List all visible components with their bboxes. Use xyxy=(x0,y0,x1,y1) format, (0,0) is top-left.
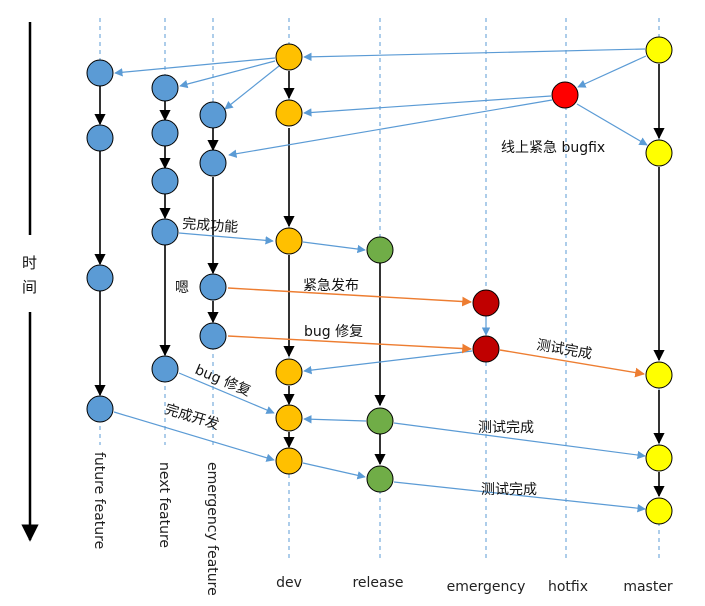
commit-node-master-4 xyxy=(645,444,673,472)
arrow-hotfix-to-dev xyxy=(303,95,552,117)
commit-node-emergency-feature-2 xyxy=(199,149,227,177)
commit-node-next-4 xyxy=(151,218,179,246)
arrow-release-to-dev xyxy=(303,415,367,424)
arrow-dev-to-release-2 xyxy=(302,462,366,480)
arrow-next-to-dev xyxy=(178,232,274,245)
commit-node-dev-1 xyxy=(275,43,303,71)
annotation-test-done-2: 测试完成 xyxy=(478,420,534,436)
arrow-emergency-to-dev xyxy=(303,350,473,375)
time-axis: 时 间 xyxy=(21,22,39,542)
commit-node-master-1 xyxy=(645,36,673,64)
annotation-bug-fix-2: bug 修复 xyxy=(192,361,253,400)
lane-label-dev: dev xyxy=(276,575,302,591)
commit-nodes xyxy=(86,36,673,525)
commit-node-next-3 xyxy=(151,167,179,195)
commit-node-dev-3 xyxy=(275,227,303,255)
arrow-master-to-dev xyxy=(303,48,646,62)
time-label-char-1: 时 xyxy=(22,254,37,272)
annotation-dev-done: 完成开发 xyxy=(163,402,221,434)
arrow-dev-to-release xyxy=(302,241,366,254)
annotation-um: 嗯 xyxy=(175,280,189,296)
arrow-hotfix-to-emergency-feature xyxy=(228,99,553,158)
commit-node-dev-5 xyxy=(275,404,303,432)
arrow-dev-to-future xyxy=(114,57,276,77)
annotation-test-done-1: 测试完成 xyxy=(535,337,593,362)
commit-node-future-2 xyxy=(86,124,114,152)
lane-label-next: next feature xyxy=(156,462,172,548)
arrow-dev-to-next xyxy=(179,60,276,89)
commit-node-dev-2 xyxy=(275,99,303,127)
annotation-emergency-release: 紧急发布 xyxy=(303,278,359,294)
commit-node-next-1 xyxy=(151,74,179,102)
arrow-future-to-dev xyxy=(113,411,275,462)
commit-node-next-5 xyxy=(151,355,179,383)
commit-node-emergency-1 xyxy=(472,289,500,317)
commit-node-master-5 xyxy=(645,497,673,525)
commit-node-emergency-feature-4 xyxy=(199,322,227,350)
annotation-bug-fix-1: bug 修复 xyxy=(304,323,363,340)
commit-node-emergency-2 xyxy=(472,335,500,363)
arrow-hotfix-to-master xyxy=(576,103,648,146)
commit-node-release-1 xyxy=(366,236,394,264)
cross-arrows-blue xyxy=(113,48,648,513)
annotation-hotfix-note: 线上紧急 bugfix xyxy=(501,140,605,156)
arrow-release-to-master-2 xyxy=(393,481,646,513)
commit-node-emergency-feature-3 xyxy=(199,273,227,301)
cross-arrows-orange xyxy=(227,287,645,378)
lane-label-emergency: emergency xyxy=(447,579,526,595)
lane-labels: future feature next feature emergency fe… xyxy=(91,452,673,596)
arrow-emergency-to-master xyxy=(499,349,645,378)
commit-node-next-2 xyxy=(151,119,179,147)
commit-node-emergency-feature-1 xyxy=(199,101,227,129)
commit-node-dev-4 xyxy=(275,358,303,386)
commit-node-master-3 xyxy=(645,361,673,389)
lane-label-hotfix: hotfix xyxy=(548,579,588,595)
arrow-release-to-master-1 xyxy=(393,422,646,460)
lane-arrows xyxy=(94,64,665,498)
lane-label-release: release xyxy=(352,575,403,591)
arrow-emergency-feature-to-emergency-2 xyxy=(227,335,472,354)
commit-node-dev-6 xyxy=(275,447,303,475)
annotations: 线上紧急 bugfix 完成功能 嗯 紧急发布 bug 修复 测试完成 bug … xyxy=(163,140,605,498)
arrow-next-to-dev-bugfix xyxy=(178,372,275,414)
lane-label-emergency-feature: emergency feature xyxy=(204,462,220,596)
arrow-dev-to-emergency-feature xyxy=(224,65,280,110)
commit-node-master-2 xyxy=(645,139,673,167)
commit-node-future-1 xyxy=(86,59,114,87)
lane-label-future: future feature xyxy=(91,452,107,549)
annotation-test-done-3: 测试完成 xyxy=(481,482,537,498)
commit-node-future-3 xyxy=(86,264,114,292)
time-label-char-2: 间 xyxy=(22,278,37,296)
commit-node-release-2 xyxy=(366,407,394,435)
commit-node-future-4 xyxy=(86,395,114,423)
arrow-master-to-hotfix xyxy=(577,55,647,88)
arrow-emergency-feature-to-emergency-1 xyxy=(227,287,472,307)
lane-label-master: master xyxy=(623,579,673,595)
commit-node-release-3 xyxy=(366,465,394,493)
commit-node-hotfix-1 xyxy=(551,81,579,109)
annotation-feature-done: 完成功能 xyxy=(182,216,239,236)
